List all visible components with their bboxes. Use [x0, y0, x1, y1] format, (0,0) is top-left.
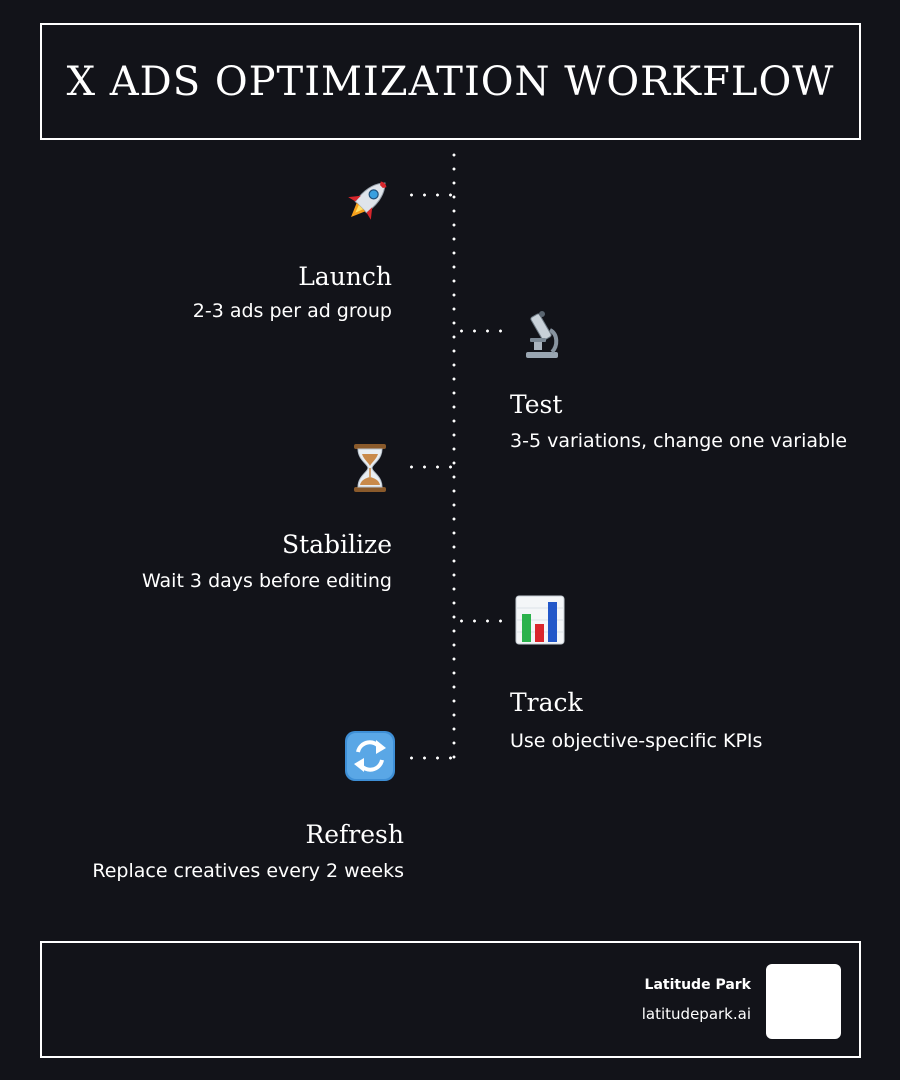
page-title: X ADS OPTIMIZATION WORKFLOW [66, 58, 835, 105]
step-desc-track: Use objective-specific KPIs [510, 730, 763, 752]
step-title-track: Track [510, 688, 583, 717]
step-desc-stabilize: Wait 3 days before editing [141, 570, 392, 592]
connector-stabilize [405, 465, 453, 469]
logo-placeholder [766, 964, 841, 1039]
step-title-test: Test [510, 390, 563, 419]
connector-test [455, 329, 503, 333]
brand-url[interactable]: latitudepark.ai [641, 1005, 751, 1023]
step-desc-refresh: Replace creatives every 2 weeks [92, 860, 404, 882]
microscope-icon [512, 306, 568, 362]
refresh-icon [342, 728, 398, 784]
step-title-stabilize: Stabilize [281, 530, 392, 559]
timeline-line [452, 148, 456, 763]
connector-track [455, 619, 503, 623]
hourglass-icon [342, 440, 398, 496]
connector-launch [405, 193, 453, 197]
rocket-icon [340, 172, 396, 228]
step-desc-launch: 2-3 ads per ad group [192, 300, 392, 322]
connector-refresh [405, 756, 453, 760]
brand-name: Latitude Park [644, 977, 751, 993]
footer: Latitude Park latitudepark.ai [40, 941, 861, 1058]
step-desc-test: 3-5 variations, change one variable [510, 430, 848, 452]
title-banner: X ADS OPTIMIZATION WORKFLOW [40, 23, 861, 140]
bar-chart-icon [512, 592, 568, 648]
step-title-launch: Launch [298, 262, 392, 291]
step-title-refresh: Refresh [305, 820, 404, 849]
